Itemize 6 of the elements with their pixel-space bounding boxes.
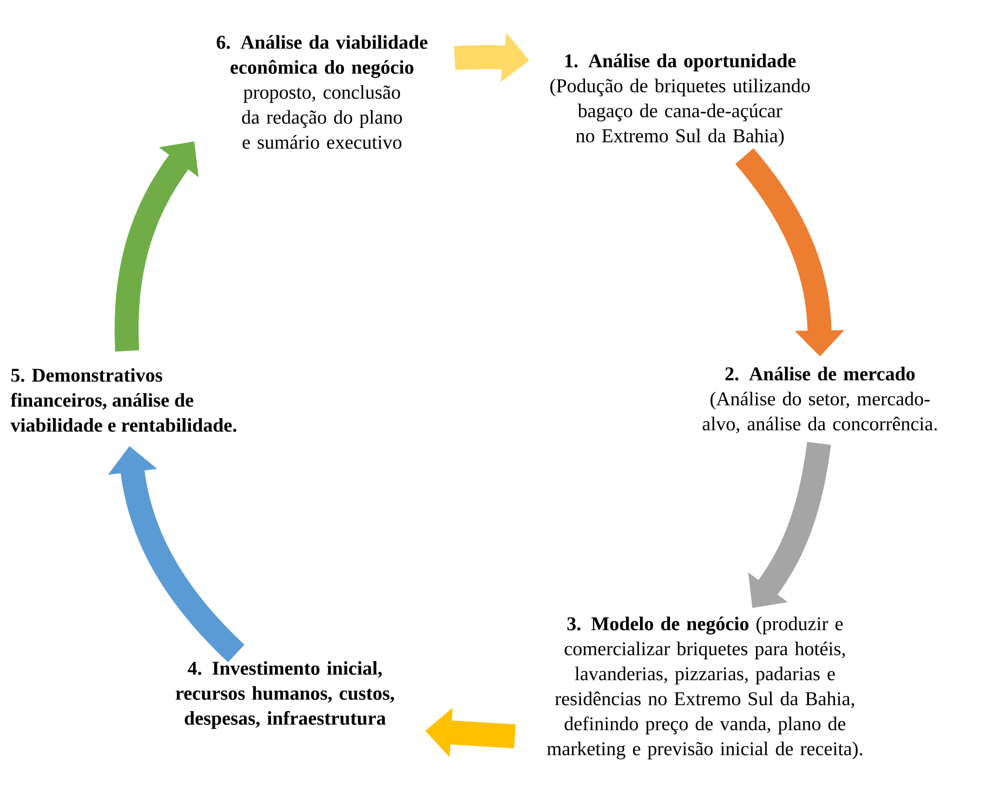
step-text: 6. Análise da viabilidade econômica do negócio proposto, conclusão da redação do plano e sumário executivo [216, 35, 428, 149]
step-text: 2. Análise de mercado (Análise do setor, mercado-alvo, análise da concorrência. [702, 366, 937, 434]
step-text: 4. Investimento inicial, recursos humanos, custos, despesas, infraestrutura [176, 661, 394, 729]
step-text: 5. Demonstrativos financeiros, análise de viabilidade e rentabilidade. [10, 368, 236, 432]
step-text: 3. Modelo de negócio (produzir e comercializar briquetes para hotéis, lavanderias, pizzarias, padarias e residências no Extremo Sul da Bahia, definindo preço de vanda, plano de marketing e previsão inicial de receita). [547, 616, 862, 760]
step-text: 1. Análise da oportunidade (Podução de briquetes utilizando bagaço de cana-de-açúcar no Extremo Sul da Bahia) [550, 54, 810, 146]
